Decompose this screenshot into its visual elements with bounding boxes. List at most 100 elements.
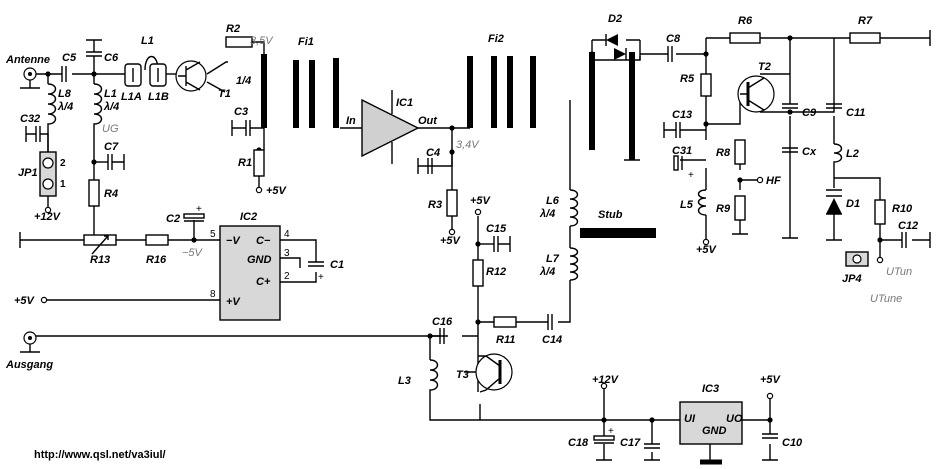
label-quarter: 1/4 [236,75,251,87]
label-c18-plus: + [608,426,614,437]
label-c9: C9 [802,107,817,119]
label-r16: R16 [146,254,167,266]
output-connector [20,331,40,353]
label-l3: L3 [398,375,411,387]
transistor-t1 [175,60,207,92]
label-jp1: JP1 [18,167,38,179]
label-ic2-gnd: GND [247,254,272,266]
label-c2: C2 [166,213,180,225]
label-minus5v: −5V [182,247,204,259]
label-l8-lambda: λ/4 [57,101,73,113]
label-jp1-pin2: 2 [60,158,66,169]
label-c13: C13 [672,109,692,121]
label-r8: R8 [716,147,731,159]
label-c1-plus: + [318,272,324,283]
label-c10: C10 [782,437,803,449]
label-ic3-uo: UO [726,413,743,425]
label-l5: L5 [680,199,694,211]
label-l7: L7 [546,253,560,265]
label-l1a: L1A [121,91,142,103]
label-c18: C18 [568,437,589,449]
label-ic2-c-plus: C+ [256,276,271,288]
label-c15: C15 [486,223,507,235]
label-jp1-pin1: 1 [60,179,66,190]
label-ic3-ui: UI [684,413,696,425]
diode-d2 [605,34,627,60]
label-pin8: 8 [210,289,216,300]
label-jp4: JP4 [842,273,862,285]
inductors [47,83,843,398]
label-c3: C3 [234,106,248,118]
label-utun: UTun [886,266,912,278]
junctions [45,35,883,423]
label-l1-second: L1 [104,88,117,100]
label-c14: C14 [542,334,562,346]
label-t3: T3 [456,369,469,381]
label-cx: Cx [802,146,817,158]
label-pin5: 5 [210,229,216,240]
label-c5: C5 [62,52,77,64]
label-c16: C16 [432,316,453,328]
label-plus12v-jp1: +12V [34,211,62,223]
label-r4: R4 [104,188,118,200]
label-c7: C7 [104,141,119,153]
label-l8: L8 [58,88,72,100]
label-antenne: Antenne [5,54,50,66]
filters [261,52,635,160]
label-l1b: L1B [148,91,169,103]
label-pin2: 2 [284,271,290,282]
label-d2: D2 [608,13,622,25]
label-hf: HF [766,175,781,187]
label-c6: C6 [104,52,119,64]
label-l1: L1 [141,35,154,47]
stub-line [580,228,656,238]
label-fi1: Fi1 [298,36,314,48]
label-ic2-plus-v: +V [226,296,241,308]
label-c12: C12 [898,220,918,232]
transistor-t3 [475,353,513,393]
label-ic2: IC2 [240,211,257,223]
label-plus5v-c15: +5V [470,195,492,207]
label-l6-lambda: λ/4 [539,208,555,220]
label-3-4v: 3,4V [456,139,480,151]
label-fi2: Fi2 [488,33,504,45]
label-r9: R9 [716,203,731,215]
label-out: Out [418,115,438,127]
label-pin4: 4 [284,229,290,240]
label-plus12v-ic3: +12V [592,374,620,386]
ic3-box [679,401,743,445]
label-c11: C11 [846,107,865,119]
label-r3: R3 [428,199,442,211]
label-3-5v: 3,5V [250,35,274,47]
label-r7: R7 [858,15,873,27]
jumper-jp1[interactable] [39,151,57,197]
label-c8: C8 [666,33,681,45]
label-stub: Stub [598,209,623,221]
label-r1: R1 [238,157,252,169]
label-c17: C17 [620,437,641,449]
label-l1-lambda: λ/4 [103,101,119,113]
label-plus5v-l5: +5V [696,244,718,256]
diode-d1 [826,189,842,230]
label-c31: C31 [672,145,692,157]
label-c2-plus: + [196,204,202,215]
label-t1: T1 [218,88,231,100]
electrolytic-capacitors [183,155,683,444]
label-in: In [346,115,356,127]
label-pin3: 3 [284,248,290,259]
label-c1: C1 [330,259,344,271]
labels: Antenne Ausgang C5 C6 L1 L1A L1B T1 R2 3… [5,13,918,461]
label-ic1: IC1 [396,97,413,109]
label-r10: R10 [892,203,913,215]
label-r12: R12 [486,266,506,278]
ground-bars [19,30,931,461]
label-plus5v-left: +5V [14,295,36,307]
label-r2: R2 [226,23,240,35]
label-plus5v-ic3: +5V [760,374,782,386]
label-plus5v-r1: +5V [266,185,288,197]
label-ausgang: Ausgang [5,359,53,371]
antenna-connector [23,67,37,81]
label-ic3: IC3 [702,383,719,395]
jumper-jp4[interactable] [845,251,869,267]
